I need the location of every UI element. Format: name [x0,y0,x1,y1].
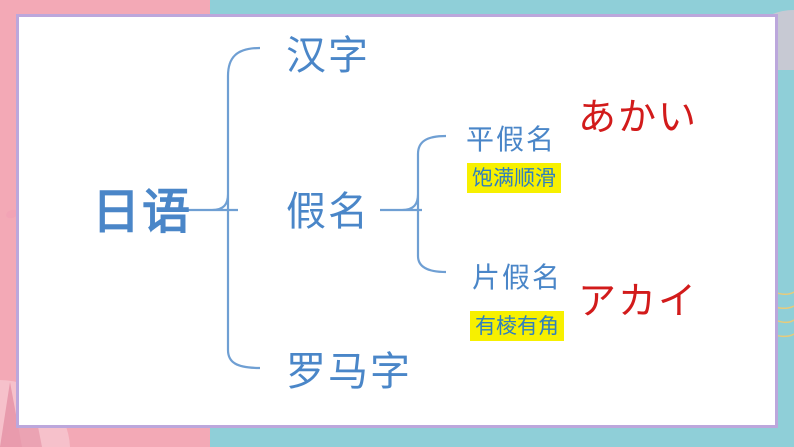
hiragana-example: あかい [578,95,699,139]
katakana-feature-note: 有棱有角 [470,311,564,341]
branch-romaji: 罗马字 [286,349,412,395]
leaf-katakana: 片假名 [472,261,563,294]
branch-kanji: 汉字 [286,33,370,79]
leaf-hiragana: 平假名 [466,123,557,156]
branch-kana: 假名 [286,189,370,235]
root-node-japanese: 日语 [92,184,193,240]
katakana-example: アカイ [578,279,699,323]
hiragana-feature-note: 饱满顺滑 [467,163,561,193]
